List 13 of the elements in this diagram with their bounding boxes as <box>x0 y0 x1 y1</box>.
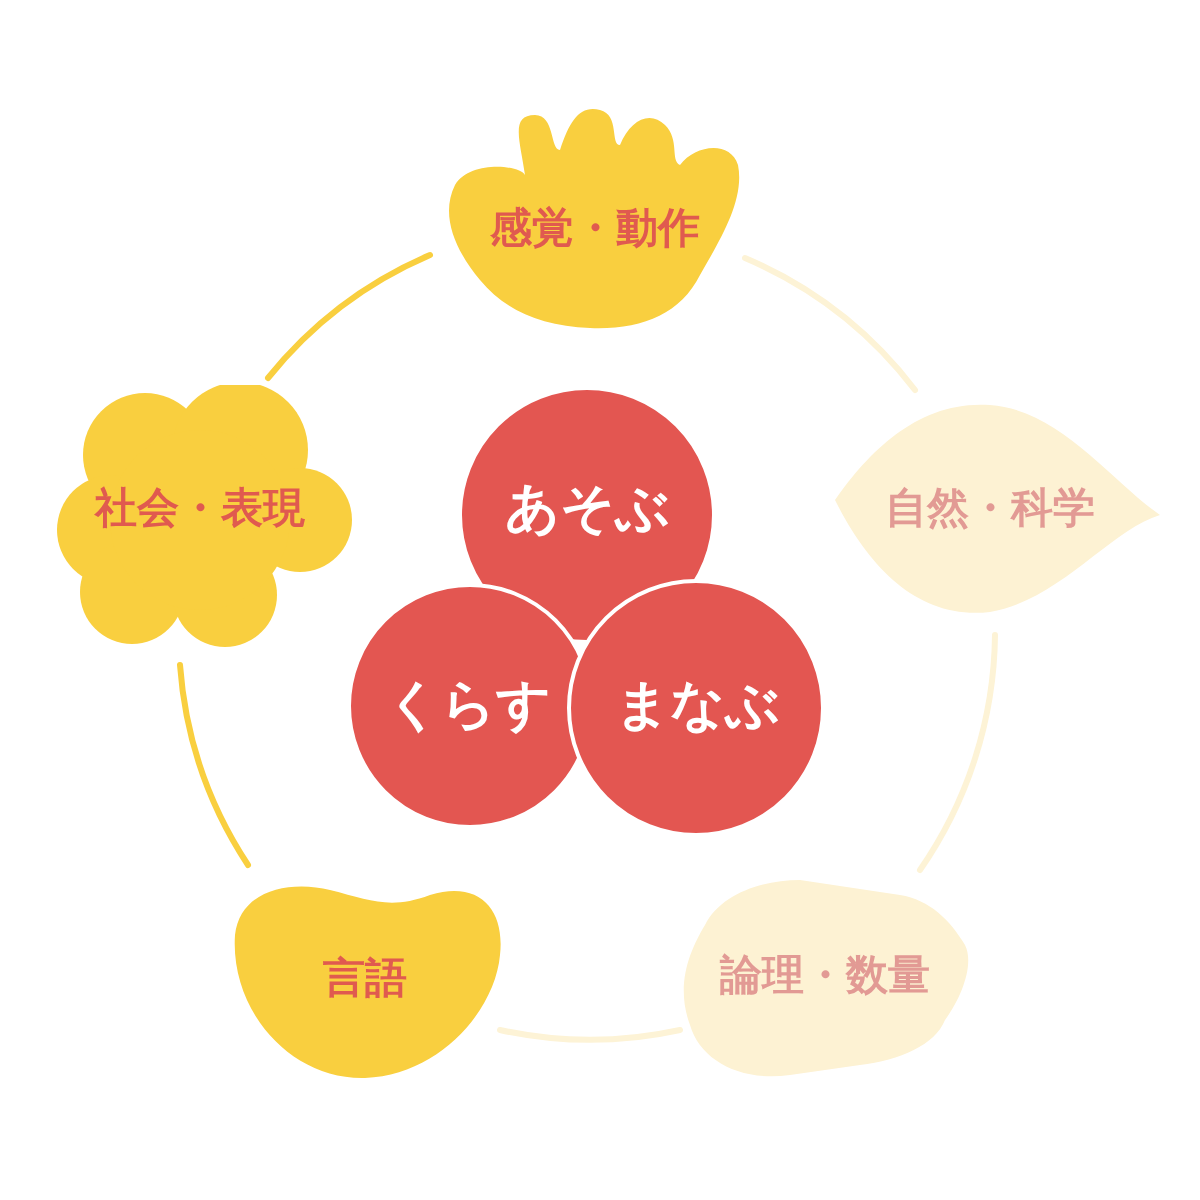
area-label: 言語 <box>323 952 407 1004</box>
center-label: くらす <box>385 671 551 738</box>
connector-arc <box>917 632 998 873</box>
connector-arc <box>177 662 251 868</box>
connector-arc <box>497 1027 683 1043</box>
area-label: 自然・科学 <box>885 482 1095 534</box>
area-label: 社会・表現 <box>95 482 305 534</box>
center-label: まなぶ <box>614 671 780 738</box>
connector-arc <box>265 252 433 381</box>
area-label: 論理・数量 <box>720 949 930 1001</box>
area-label: 感覚・動作 <box>490 202 700 254</box>
connector-arc <box>742 255 918 393</box>
center-label: あそぶ <box>504 474 670 541</box>
